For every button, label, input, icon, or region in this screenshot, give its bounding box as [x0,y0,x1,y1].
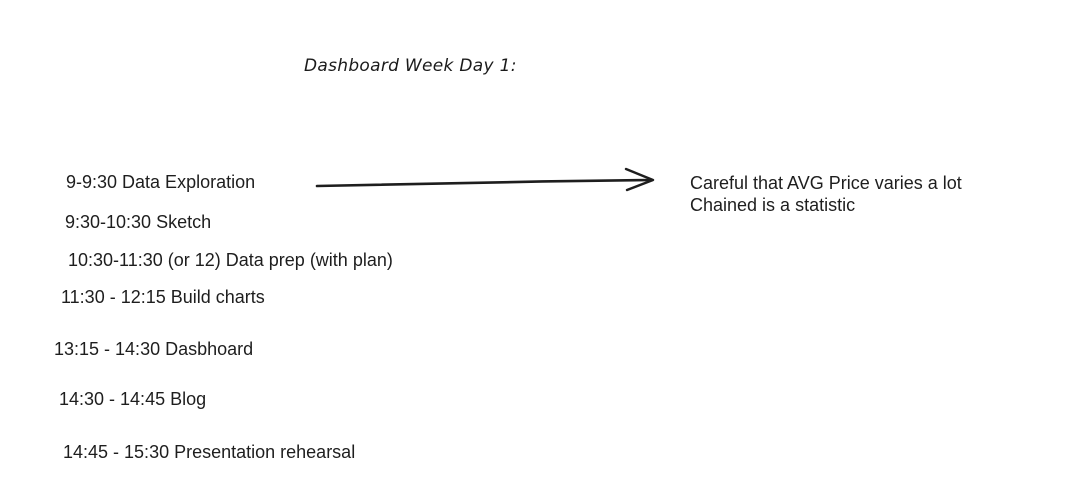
schedule-item: 13:15 - 14:30 Dasbhoard [54,339,254,359]
schedule-item: 9:30-10:30 Sketch [65,212,212,232]
schedule-item: 14:30 - 14:45 Blog [59,389,207,409]
schedule-item: 14:45 - 15:30 Presentation rehearsal [63,442,356,462]
note-line: Chained is a statistic [690,195,856,215]
note-line: Careful that AVG Price varies a lot [690,173,962,193]
page-title: Dashboard Week Day 1: [304,56,517,76]
schedule-item: 10:30-11:30 (or 12) Data prep (with plan… [68,250,393,270]
schedule-item: 9-9:30 Data Exploration [66,172,256,192]
note-text: Careful that AVG Price varies a lot Chai… [690,172,962,216]
schedule-item: 11:30 - 12:15 Build charts [61,287,265,307]
